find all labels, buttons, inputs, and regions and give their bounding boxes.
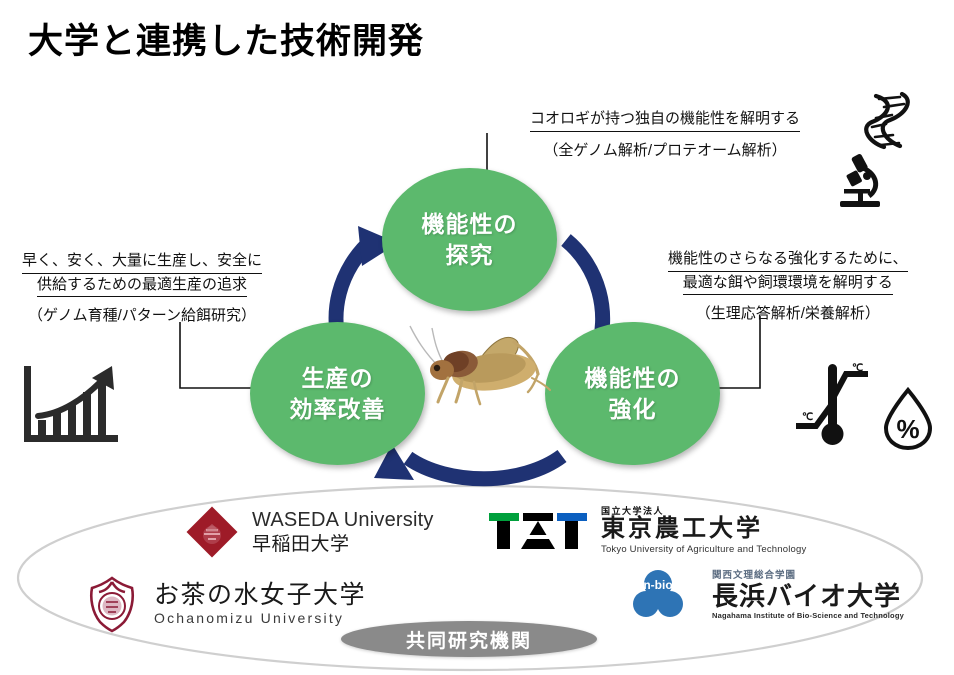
nbio-wordmark: n-bio xyxy=(643,578,672,592)
callout-left: 早く、安く、大量に生産し、安全に 供給するための最適生産の追求 （ゲノム育種/パ… xyxy=(22,250,263,328)
cycle-node-line2: 効率改善 xyxy=(289,395,386,422)
callout-left-sub: （ゲノム育種/パターン給餌研究） xyxy=(28,307,256,324)
ochanomizu-crest-icon xyxy=(89,576,135,633)
ochanomizu-name-jp: お茶の水女子大学 xyxy=(154,581,367,610)
growth-chart-icon xyxy=(24,366,118,442)
waseda-crest-icon xyxy=(186,506,238,558)
page-title: 大学と連携した技術開発 xyxy=(28,22,425,61)
humidity-drop-icon: % xyxy=(883,386,933,451)
nagahama-affiliation: 関西文理総合学園 xyxy=(712,570,797,582)
cycle-node-line2: 探究 xyxy=(445,241,494,268)
thermo-unit-bottom: ℃ xyxy=(802,412,813,423)
callout-right-heading-line2: 最適な餌や飼環環境を解明する xyxy=(682,272,893,295)
tat-affiliation: 国立大学法人 xyxy=(601,506,665,516)
waseda-name-jp: 早稲田大学 xyxy=(252,533,350,555)
cycle-arrow-right-to-left xyxy=(374,444,567,487)
cycle-node-line1: 機能性の xyxy=(421,211,518,238)
callout-top: コオロギが持つ独自の機能性を解明する （全ゲノム解析/プロテオーム解析） xyxy=(530,108,801,162)
callout-left-heading-line1: 早く、安く、大量に生産し、安全に xyxy=(22,250,263,274)
tat-logo-icon xyxy=(489,512,587,549)
cricket-photo xyxy=(409,325,551,406)
cycle-node-line1: 生産の xyxy=(301,365,374,392)
tat-name-en: Tokyo University of Agriculture and Tech… xyxy=(601,543,807,555)
partner-logo-ochanomizu: お茶の水女子大学 Ochanomizu University xyxy=(80,572,366,636)
cycle-node-functionality-enhancement[interactable]: 機能性の 強化 xyxy=(545,322,720,465)
partner-logo-nagahama: n-bio 関西文理総合学園 長浜バイオ大学 Nagahama Institut… xyxy=(630,568,904,624)
thermo-unit-top: ℃ xyxy=(852,363,863,374)
partners-oval xyxy=(16,484,924,672)
cycle-node-functionality-research[interactable]: 機能性の 探究 xyxy=(382,168,557,311)
nagahama-name-en: Nagahama Institute of Bio-Science and Te… xyxy=(712,611,904,621)
leader-line-right xyxy=(700,316,761,389)
callout-right: 機能性のさらなる強化するために、 最適な餌や飼環環境を解明する （生理応答解析/… xyxy=(668,248,908,326)
joint-research-badge: 共同研究機関 xyxy=(341,621,597,657)
thermometer-icon: ℃ ℃ xyxy=(796,363,868,445)
microscope-icon xyxy=(840,154,880,207)
partner-logo-waseda: WASEDA University 早稲田大学 xyxy=(182,502,434,562)
callout-top-heading: コオロギが持つ独自の機能性を解明する xyxy=(530,108,801,132)
ochanomizu-name-en: Ochanomizu University xyxy=(154,610,345,627)
waseda-name-en: WASEDA University xyxy=(252,509,434,532)
callout-top-sub: （全ゲノム解析/プロテオーム解析） xyxy=(543,141,787,159)
nagahama-name-jp: 長浜バイオ大学 xyxy=(712,581,902,612)
leader-line-left xyxy=(179,322,258,389)
callout-left-heading-line2: 供給するための最適生産の追求 xyxy=(37,274,248,297)
callout-right-heading-line1: 機能性のさらなる強化するために、 xyxy=(668,248,908,272)
cycle-node-line1: 機能性の xyxy=(584,365,681,392)
tat-name-jp: 東京農工大学 xyxy=(601,515,763,543)
callout-right-sub: （生理応答解析/栄養解析） xyxy=(695,305,880,322)
humidity-unit: % xyxy=(896,414,919,444)
cycle-node-production-efficiency[interactable]: 生産の 効率改善 xyxy=(250,322,425,465)
partner-logo-tat: 国立大学法人 東京農工大学 Tokyo University of Agricu… xyxy=(487,506,806,556)
nbio-logo-icon: n-bio xyxy=(633,570,683,617)
dna-helix-icon xyxy=(864,91,910,150)
cycle-node-line2: 強化 xyxy=(608,395,657,422)
